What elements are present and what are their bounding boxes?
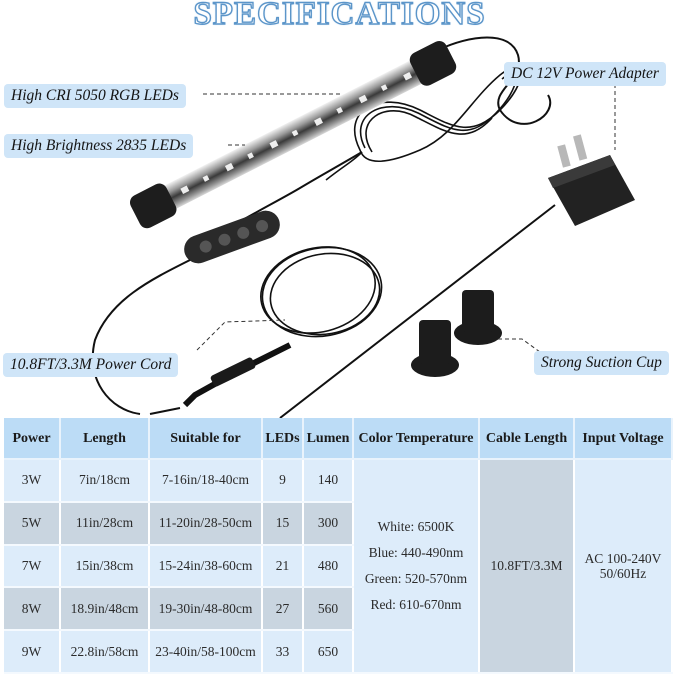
cell-length: 7in/18cm — [60, 459, 150, 503]
cell-length: 15in/38cm — [60, 544, 150, 589]
color-temp-white: White: 6500K — [377, 519, 455, 534]
cell-length: 11in/28cm — [60, 501, 150, 546]
table-row: 7W 15in/38cm 15-24in/38-60cm 21 480 — [4, 544, 672, 589]
cell-suitable: 7-16in/18-40cm — [149, 459, 263, 503]
power-adapter-icon — [548, 134, 635, 226]
header-power: Power — [4, 418, 61, 460]
header-suitable-for: Suitable for — [149, 418, 263, 460]
color-temp-green: Green: 520-570nm — [364, 571, 468, 586]
cell-leds: 15 — [262, 501, 304, 546]
header-cable-length: Cable Length — [479, 418, 575, 460]
header-color-temperature: Color Temperature — [353, 418, 480, 460]
callout-power-cord: 10.8FT/3.3M Power Cord — [3, 353, 179, 377]
cell-leds: 33 — [262, 630, 304, 674]
voltage-frequency: 50/60Hz — [599, 566, 647, 581]
color-temp-red: Red: 610-670nm — [370, 597, 462, 612]
cell-lumen: 650 — [303, 630, 354, 674]
table-header-row: Power Length Suitable for LEDs Lumen Col… — [4, 418, 673, 460]
header-input-voltage: Input Voltage — [574, 418, 673, 460]
cell-length: 18.9in/48cm — [60, 587, 150, 632]
cell-power: 5W — [4, 501, 61, 546]
table-row: 9W 22.8in/58cm 23-40in/58-100cm 33 650 — [4, 630, 672, 674]
cell-power: 8W — [4, 587, 61, 632]
cell-lumen: 300 — [303, 501, 354, 546]
header-leds: LEDs — [262, 418, 304, 460]
cell-leds: 27 — [262, 587, 304, 632]
led-tube — [129, 40, 457, 229]
power-cord-coil-icon — [260, 246, 383, 338]
cell-color-temperature: White: 6500K Blue: 440-490nm Green: 520-… — [353, 459, 480, 674]
page-title: SPECIFICATIONS — [193, 0, 486, 33]
cell-suitable: 19-30in/48-80cm — [149, 587, 263, 632]
color-temp-blue: Blue: 440-490nm — [368, 545, 464, 560]
cell-power: 3W — [4, 459, 61, 503]
cell-power: 7W — [4, 544, 61, 589]
callout-brightness-leds: High Brightness 2835 LEDs — [4, 134, 194, 158]
table-row: 3W 7in/18cm 7-16in/18-40cm 9 140 White: … — [4, 459, 673, 674]
table-row: 8W 18.9in/48cm 19-30in/48-80cm 27 560 — [4, 587, 672, 632]
cell-lumen: 480 — [303, 544, 354, 589]
callout-suction-cup: Strong Suction Cup — [534, 351, 669, 375]
cell-leds: 9 — [262, 459, 304, 503]
cell-input-voltage: AC 100-240V 50/60Hz — [574, 459, 673, 674]
remote-controller-icon — [184, 210, 280, 264]
header-length: Length — [60, 418, 150, 460]
cell-leds: 21 — [262, 544, 304, 589]
cell-suitable: 15-24in/38-60cm — [149, 544, 263, 589]
voltage-range: AC 100-240V — [584, 551, 662, 566]
callout-power-adapter: DC 12V Power Adapter — [504, 62, 666, 86]
cell-power: 9W — [4, 630, 61, 674]
header-lumen: Lumen — [303, 418, 354, 460]
specifications-table: Power Length Suitable for LEDs Lumen Col… — [4, 418, 673, 674]
cell-cable-length: 10.8FT/3.3M — [479, 459, 575, 674]
cell-lumen: 560 — [303, 587, 354, 632]
cell-suitable: 23-40in/58-100cm — [149, 630, 263, 674]
cell-length: 22.8in/58cm — [60, 630, 150, 674]
suction-cup-icon — [411, 290, 502, 377]
cell-lumen: 140 — [303, 459, 354, 503]
cell-suitable: 11-20in/28-50cm — [149, 501, 263, 546]
product-illustration — [91, 36, 635, 418]
table-row: 5W 11in/28cm 11-20in/28-50cm 15 300 — [4, 501, 672, 546]
callout-rgb-leds: High CRI 5050 RGB LEDs — [4, 84, 186, 108]
